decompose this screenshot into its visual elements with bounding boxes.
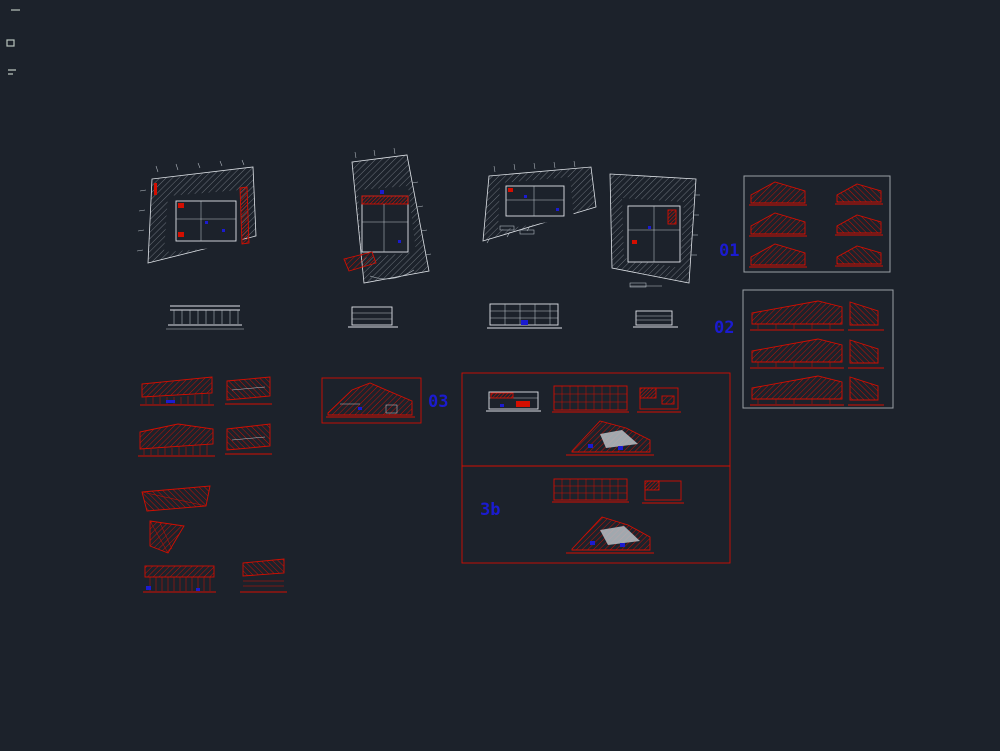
small-elevation[interactable] [240, 558, 287, 593]
red-elevation-c[interactable] [138, 423, 215, 457]
section-3a [566, 420, 654, 456]
elevation-3b-right [642, 480, 684, 504]
label-02[interactable]: 02 [714, 318, 734, 338]
viewport-marks [6, 9, 20, 75]
red-elevation-b[interactable] [225, 376, 272, 405]
section-3b [566, 516, 654, 554]
label-3b[interactable]: 3b [480, 500, 500, 520]
sheet-group-3b[interactable] [461, 465, 731, 564]
elevation-3a-mid [552, 385, 629, 413]
section-sheet-03[interactable] [321, 377, 422, 424]
elevation-3b-mid [552, 478, 629, 503]
site-plan-2[interactable] [343, 147, 432, 284]
sheet-group-3a[interactable] [461, 372, 731, 467]
red-elevation-d[interactable] [225, 423, 272, 455]
site-plan-4[interactable] [609, 173, 700, 288]
colonnade-elevation[interactable] [143, 565, 216, 593]
label-01[interactable]: 01 [719, 241, 739, 261]
elevation-sheet-01[interactable] [743, 175, 891, 273]
red-elevation-a[interactable] [140, 376, 214, 406]
label-03[interactable]: 03 [428, 392, 448, 412]
elevation-sheet-02[interactable] [742, 289, 894, 409]
sheet-3b-border [461, 465, 731, 564]
site-plan-1[interactable] [136, 159, 257, 264]
sheet-01-border [743, 175, 891, 273]
stair-detail[interactable] [149, 520, 185, 554]
elevation-building-white[interactable] [487, 303, 562, 329]
sheet-03-border [321, 377, 422, 424]
elevation-3a-left [486, 391, 541, 412]
elevation-pergola[interactable] [166, 305, 244, 330]
elevation-kiosk-1[interactable] [348, 306, 398, 328]
sheet-02-border [742, 289, 894, 409]
elevation-3a-right [637, 387, 681, 413]
elevation-kiosk-2[interactable] [633, 310, 678, 328]
roof-plan[interactable] [141, 485, 211, 512]
site-plan-3[interactable] [482, 160, 597, 244]
